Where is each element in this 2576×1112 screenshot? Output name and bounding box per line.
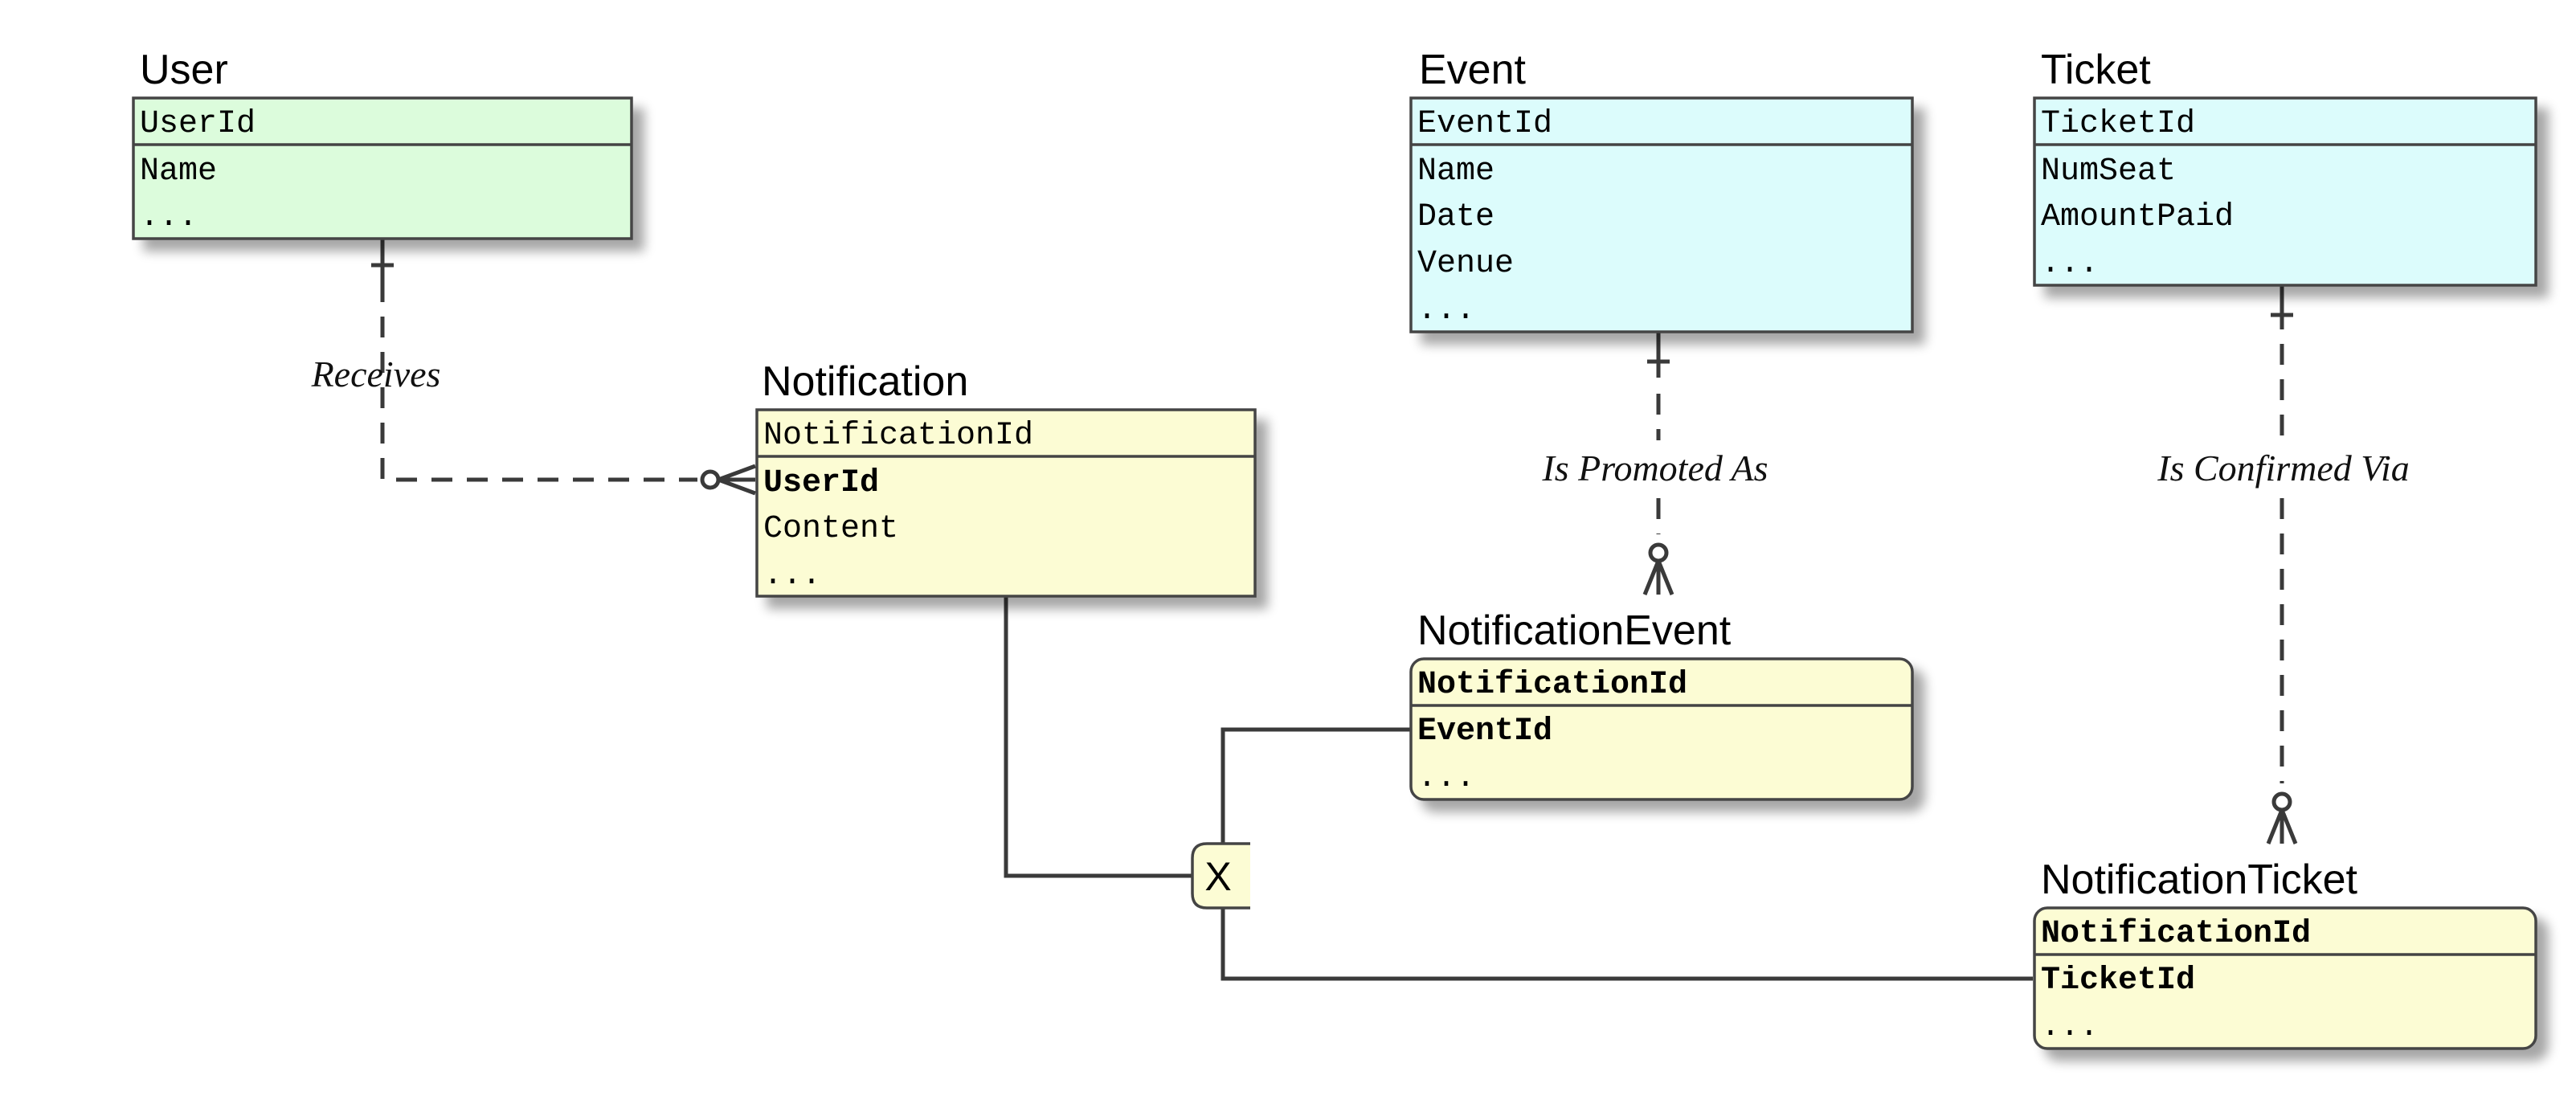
- attribute-field: Venue: [1417, 246, 1514, 282]
- relationship-label-is-promoted-as: Is Promoted As: [1541, 448, 1768, 489]
- entity-title-event: Event: [1419, 47, 1527, 93]
- entity-title-notification-event: NotificationEvent: [1417, 607, 1732, 654]
- foreign-key-field: UserId: [763, 465, 879, 501]
- entity-box-user: [132, 96, 633, 240]
- relationship-is-confirmed-via: Is Confirmed Via: [2157, 286, 2410, 844]
- exclusive-subtype-marker[interactable]: X: [1191, 842, 1250, 910]
- foreign-key-field: EventId: [1417, 713, 1552, 750]
- entity-ticket[interactable]: Ticket TicketId NumSeat AmountPaid ...: [2033, 47, 2537, 287]
- primary-key-field: NotificationId: [763, 418, 1033, 454]
- entity-box-notification-event: [1409, 657, 1914, 801]
- attribute-field: Date: [1417, 199, 1494, 235]
- foreign-key-field: TicketId: [2041, 963, 2195, 999]
- entity-box-event: [1409, 96, 1914, 333]
- attribute-field: NumSeat: [2041, 153, 2176, 190]
- attribute-field: ...: [2041, 1009, 2099, 1045]
- primary-key-field: NotificationId: [1417, 667, 1687, 703]
- attribute-field: AmountPaid: [2041, 199, 2234, 235]
- attribute-field: ...: [1417, 292, 1475, 329]
- entity-title-ticket: Ticket: [2041, 47, 2151, 93]
- relationship-label-receives: Receives: [311, 354, 441, 395]
- exclusive-subtype-connector: [1004, 596, 2033, 981]
- attribute-field: Name: [1417, 153, 1494, 190]
- entity-box-notification: [755, 408, 1257, 598]
- attribute-field: ...: [2041, 246, 2099, 282]
- entity-box-notification-ticket: [2033, 906, 2537, 1050]
- entity-title-user: User: [140, 47, 228, 93]
- attribute-field: ...: [763, 558, 821, 594]
- entity-box-ticket: [2033, 96, 2537, 287]
- entity-title-notification: Notification: [762, 358, 968, 405]
- attribute-field: Content: [763, 511, 898, 547]
- relationship-label-is-confirmed-via: Is Confirmed Via: [2157, 448, 2409, 489]
- primary-key-field: UserId: [140, 106, 256, 142]
- attribute-field: Name: [140, 153, 217, 190]
- primary-key-field: NotificationId: [2041, 916, 2311, 952]
- primary-key-field: EventId: [1417, 106, 1552, 142]
- entity-user[interactable]: User UserId Name ...: [132, 47, 633, 240]
- entity-notification[interactable]: Notification NotificationId UserId Conte…: [755, 358, 1257, 598]
- exclusive-marker-label: X: [1204, 854, 1231, 899]
- entity-notification-event[interactable]: NotificationEvent NotificationId EventId…: [1409, 607, 1914, 801]
- entity-event[interactable]: Event EventId Name Date Venue ...: [1409, 47, 1914, 333]
- primary-key-field: TicketId: [2041, 106, 2195, 142]
- entity-title-notification-ticket: NotificationTicket: [2041, 856, 2358, 903]
- relationship-receives: Receives: [311, 239, 756, 496]
- entity-notification-ticket[interactable]: NotificationTicket NotificationId Ticket…: [2033, 856, 2537, 1050]
- attribute-field: ...: [140, 199, 198, 235]
- relationship-is-promoted-as: Is Promoted As: [1541, 333, 1768, 595]
- attribute-field: ...: [1417, 760, 1475, 796]
